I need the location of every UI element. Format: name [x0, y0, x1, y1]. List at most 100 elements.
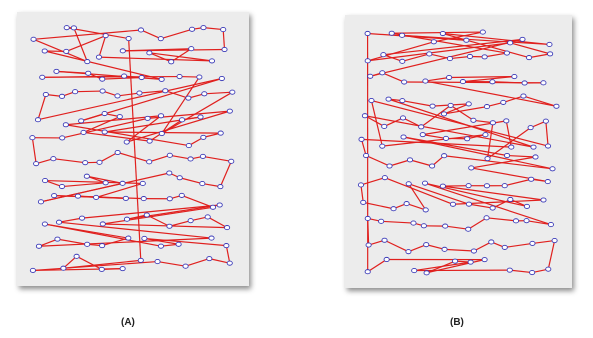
node-circle-icon	[224, 225, 231, 231]
route-segment	[66, 35, 106, 52]
node-circle-icon	[59, 135, 66, 141]
node-circle-icon	[451, 258, 459, 264]
node-circle-icon	[58, 93, 66, 99]
node-circle-icon	[200, 25, 207, 31]
route-segment	[165, 90, 189, 99]
node-circle-icon	[484, 156, 491, 162]
route-segment	[391, 31, 483, 34]
node-circle-icon	[479, 29, 486, 35]
node-circle-icon	[360, 199, 367, 205]
route-segment	[403, 136, 508, 157]
route-segment	[467, 134, 486, 140]
node-circle-icon	[139, 180, 146, 187]
route-segment	[526, 220, 552, 226]
node-circle-icon	[74, 193, 82, 199]
node-circle-icon	[51, 193, 58, 199]
route-segment	[102, 76, 142, 80]
node-circle-icon	[41, 48, 48, 54]
node-circle-icon	[481, 54, 488, 60]
route-segment	[61, 182, 106, 188]
node-circle-icon	[527, 125, 534, 131]
node-circle-icon	[410, 220, 417, 226]
node-circle-icon	[521, 80, 528, 86]
node-circle-icon	[390, 206, 397, 212]
node-circle-icon	[138, 74, 145, 81]
node-circle-icon	[441, 246, 448, 252]
node-circle-icon	[419, 132, 426, 138]
node-circle-icon	[440, 111, 448, 117]
route-segment	[402, 53, 430, 62]
node-circle-icon	[99, 221, 106, 227]
node-circle-icon	[465, 201, 472, 207]
route-segment	[42, 75, 180, 78]
route-segment	[31, 137, 37, 164]
node-circle-icon	[136, 90, 143, 96]
node-circle-icon	[29, 135, 36, 141]
node-circle-icon	[405, 249, 412, 255]
node-circle-icon	[399, 115, 407, 121]
route-segment	[83, 131, 150, 142]
node-circle-icon	[123, 139, 130, 145]
node-circle-icon	[551, 238, 558, 244]
node-circle-icon	[507, 196, 514, 203]
route-segment	[98, 35, 107, 58]
node-circle-icon	[72, 89, 79, 95]
node-circle-icon	[121, 73, 128, 79]
node-circle-icon	[178, 117, 186, 123]
route-segment	[425, 80, 557, 107]
route-segment	[122, 48, 192, 52]
node-circle-icon	[411, 268, 418, 274]
panel-a-route	[31, 27, 233, 272]
node-circle-icon	[465, 183, 472, 189]
node-circle-icon	[520, 93, 527, 99]
node-circle-icon	[178, 192, 185, 198]
route-segment	[486, 217, 517, 222]
route-segment	[117, 151, 150, 163]
node-circle-icon	[166, 152, 173, 158]
route-segment	[63, 259, 141, 269]
route-segment	[99, 151, 118, 163]
node-circle-icon	[206, 256, 213, 262]
route-segment	[409, 159, 433, 167]
node-circle-icon	[367, 73, 374, 79]
node-circle-icon	[466, 53, 474, 60]
route-segment	[402, 34, 550, 46]
node-circle-icon	[526, 55, 533, 61]
node-circle-icon	[441, 153, 448, 159]
route-segment	[406, 203, 426, 211]
route-segment	[528, 53, 551, 59]
node-circle-icon	[482, 132, 489, 138]
node-circle-icon	[403, 201, 410, 207]
node-circle-icon	[423, 270, 430, 276]
node-circle-icon	[423, 242, 430, 248]
panel-a	[17, 12, 249, 286]
route-segment	[426, 244, 445, 250]
route-segment	[56, 70, 89, 74]
node-circle-icon	[218, 75, 225, 82]
panel-a-nodes	[29, 25, 236, 273]
node-circle-icon	[508, 144, 515, 150]
node-circle-icon	[229, 89, 236, 95]
route-segment	[484, 52, 508, 58]
panel-b-route	[360, 31, 557, 274]
node-circle-icon	[208, 235, 215, 241]
panel-b-nodes	[357, 29, 560, 276]
route-segment	[83, 116, 121, 133]
node-circle-icon	[401, 79, 408, 85]
node-circle-icon	[123, 216, 131, 222]
node-circle-icon	[383, 256, 390, 263]
node-circle-icon	[381, 123, 388, 130]
route-segment	[66, 27, 129, 40]
route-segment	[157, 260, 186, 267]
route-segment	[360, 139, 367, 156]
route-segment	[139, 90, 166, 94]
route-segment	[76, 255, 103, 270]
route-segment	[160, 28, 193, 40]
node-circle-icon	[175, 241, 182, 247]
node-circle-icon	[540, 80, 547, 86]
node-circle-icon	[96, 159, 103, 165]
node-circle-icon	[549, 166, 556, 172]
node-circle-icon	[78, 215, 86, 221]
route-segment	[449, 75, 515, 79]
node-circle-icon	[429, 163, 436, 169]
